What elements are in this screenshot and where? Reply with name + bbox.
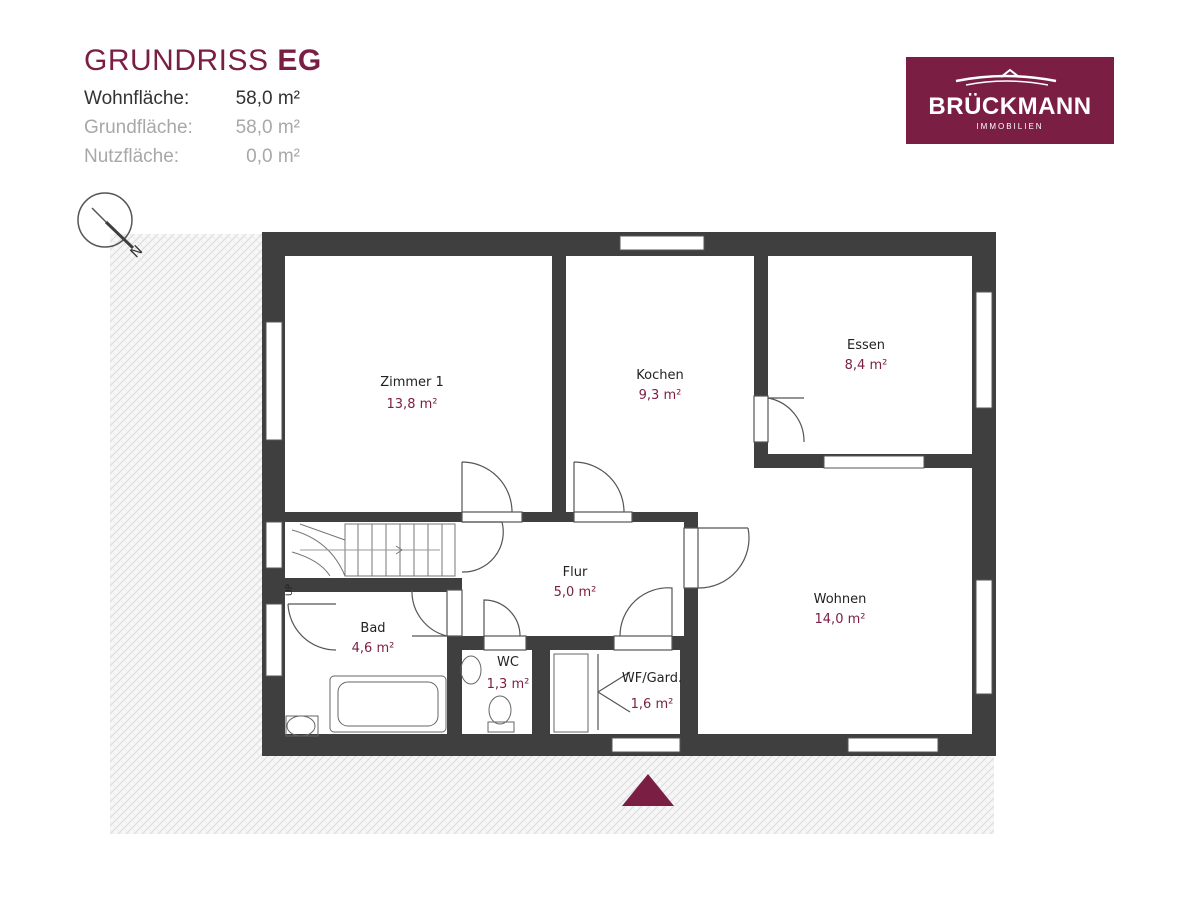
- floor-wohnen: [698, 468, 972, 734]
- door-wohnen: [683, 527, 750, 589]
- floor-kochen-lower: [566, 468, 720, 512]
- area-value: 0,0 m²: [246, 146, 300, 167]
- window: [265, 521, 283, 569]
- plan-title-bold: EG: [277, 44, 322, 77]
- room-area-flur: 5,0 m²: [554, 585, 597, 600]
- entrance-arrow: [622, 774, 674, 806]
- room-area-wc: 1,3 m²: [487, 677, 530, 692]
- floor-zimmer1: [285, 256, 552, 512]
- wc-sink: [460, 655, 482, 685]
- bath-fixtures: [285, 653, 589, 737]
- stair-up-label: UP: [285, 583, 295, 596]
- plan-title: GRUNDRISS EG: [84, 44, 322, 78]
- area-value: 58,0 m²: [235, 88, 300, 109]
- area-value: 58,0 m²: [235, 117, 300, 138]
- terrace-hatch-left: [110, 234, 264, 834]
- floor-essen: [768, 256, 972, 454]
- window: [265, 603, 283, 677]
- door-kochen: [573, 461, 633, 523]
- plan-title-light: GRUNDRISS: [84, 44, 269, 77]
- bathtub: [329, 675, 447, 733]
- area-row-grundflaeche: Grundfläche: 58,0 m²: [84, 113, 300, 142]
- terrace-hatch-bottom: [110, 756, 994, 834]
- room-area-zimmer1: 13,8 m²: [387, 397, 438, 412]
- sink-bad-frame: [285, 715, 319, 737]
- door-flur-stair: [461, 521, 504, 573]
- room-labels: Zimmer 1 13,8 m² Kochen 9,3 m² Essen 8,4…: [352, 338, 888, 712]
- bathtub-inner: [337, 681, 439, 727]
- room-name-wfgard: WF/Gard.: [622, 671, 682, 686]
- door-essen: [753, 395, 805, 443]
- stairs: [291, 523, 456, 577]
- area-row-nutzflaeche: Nutzfläche: 0,0 m²: [84, 142, 300, 171]
- area-row-wohnflaeche: Wohnfläche: 58,0 m²: [84, 84, 300, 113]
- floor-flur: [462, 522, 684, 636]
- window: [823, 455, 925, 469]
- doors: [287, 395, 805, 730]
- brand-logo: BRÜCKMANN IMMOBILIEN: [906, 57, 1114, 144]
- floor-wfgard: [550, 650, 680, 734]
- room-floors: [285, 256, 972, 734]
- room-area-essen: 8,4 m²: [845, 358, 888, 373]
- windows: [265, 235, 993, 753]
- area-label: Grundfläche:: [84, 117, 193, 138]
- room-name-wohnen: Wohnen: [814, 592, 867, 607]
- closet-cabinet: [553, 653, 589, 733]
- logo-name: BRÜCKMANN: [928, 93, 1092, 120]
- floor-wc: [462, 650, 532, 734]
- room-area-kochen: 9,3 m²: [639, 388, 682, 403]
- room-name-bad: Bad: [360, 621, 385, 636]
- area-label: Wohnfläche:: [84, 88, 190, 109]
- room-name-essen: Essen: [847, 338, 885, 353]
- room-name-kochen: Kochen: [636, 368, 683, 383]
- wc-cistern: [487, 721, 515, 733]
- area-label: Nutzfläche:: [84, 146, 180, 167]
- door-wc: [483, 599, 527, 651]
- door-closet: [597, 654, 631, 730]
- door-bad: [411, 589, 463, 637]
- logo-subtitle: IMMOBILIEN: [976, 122, 1044, 131]
- floor-bad: [285, 592, 447, 734]
- window: [619, 235, 705, 251]
- window: [611, 737, 681, 753]
- plan-header: GRUNDRISS EG Wohnfläche: 58,0 m² Grundfl…: [84, 44, 322, 171]
- window: [975, 579, 993, 695]
- shaft: [734, 486, 756, 508]
- wc-toilet: [488, 695, 512, 725]
- door-wfgard: [613, 587, 673, 651]
- window: [265, 321, 283, 441]
- room-name-flur: Flur: [563, 565, 588, 580]
- room-area-wohnen: 14,0 m²: [815, 612, 866, 627]
- room-name-zimmer1: Zimmer 1: [380, 375, 444, 390]
- room-area-wfgard: 1,6 m²: [631, 697, 674, 712]
- room-name-wc: WC: [497, 655, 519, 670]
- roof-icon: [955, 68, 1057, 86]
- door-bad-inner: [287, 603, 337, 651]
- window: [847, 737, 939, 753]
- room-area-bad: 4,6 m²: [352, 641, 395, 656]
- window: [975, 291, 993, 409]
